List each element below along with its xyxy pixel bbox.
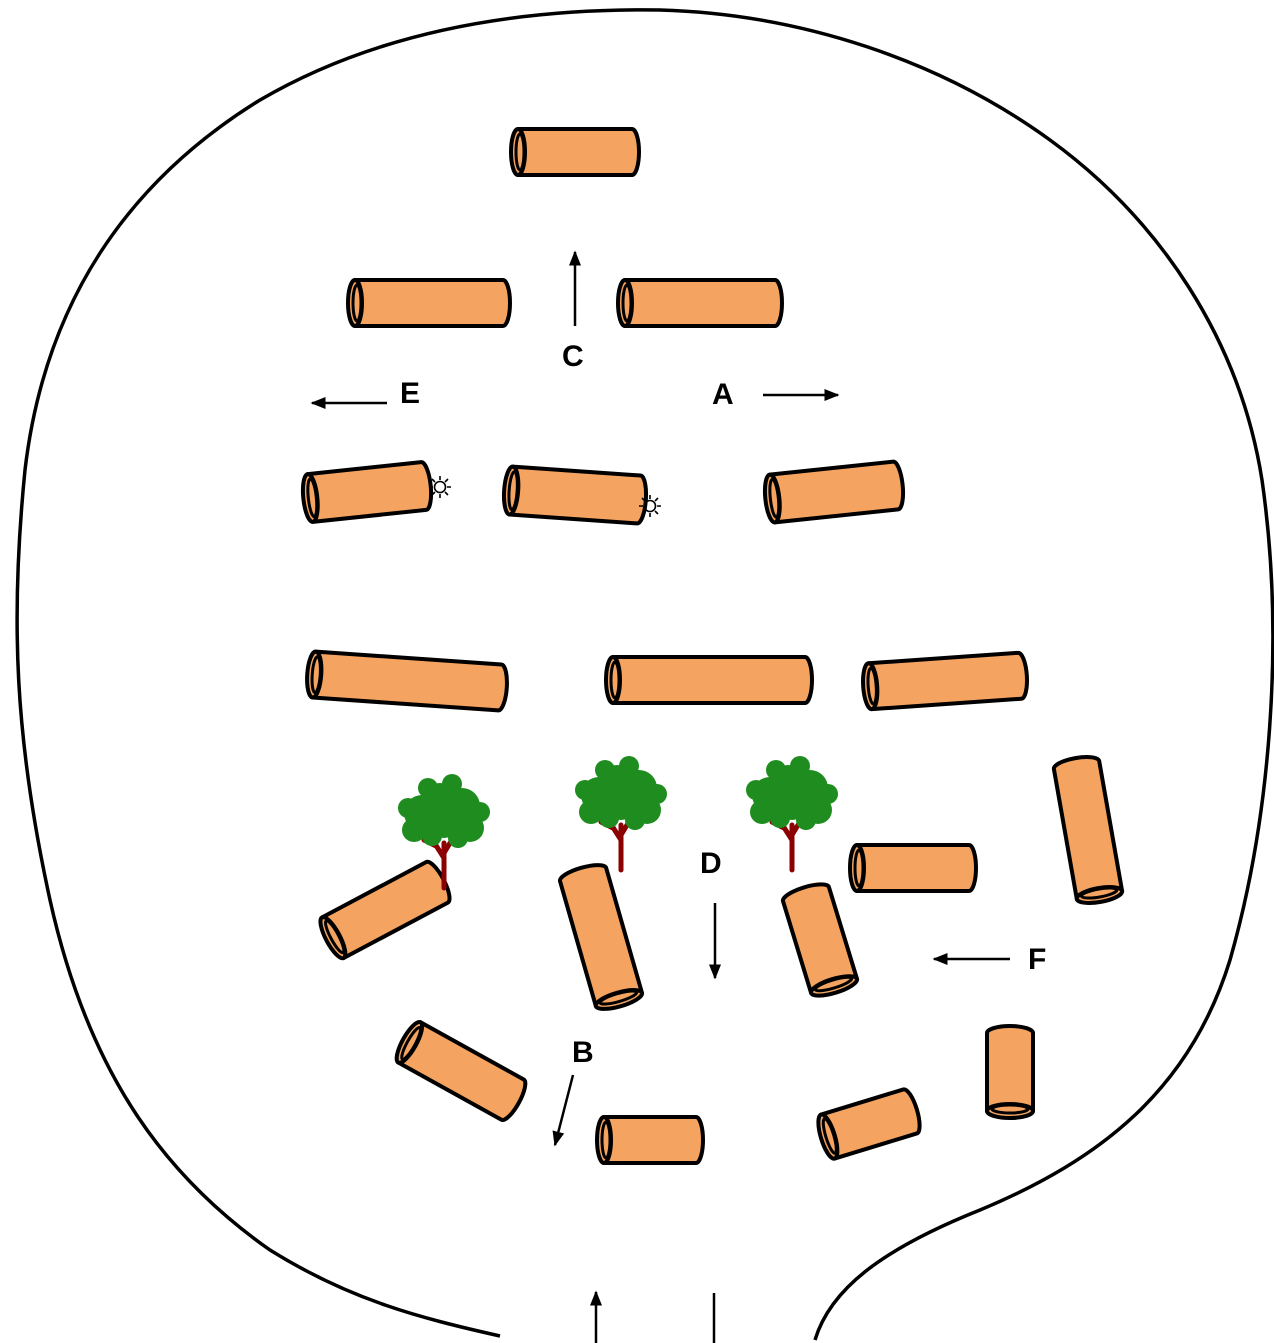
- cylinder: [816, 1087, 922, 1161]
- enclosure-boundary: [15, 8, 1274, 1341]
- label-d: D: [700, 847, 722, 880]
- label-f: F: [1028, 943, 1046, 976]
- cylinder: [501, 464, 649, 526]
- tree-group: [398, 756, 838, 888]
- cylinder: [300, 460, 434, 524]
- cylinder: [985, 1024, 1035, 1120]
- cylinder: [861, 650, 1029, 712]
- arrow-b: [552, 1074, 575, 1147]
- label-b: B: [572, 1036, 594, 1069]
- cylinder: [394, 1019, 528, 1122]
- cylinder: [1051, 755, 1125, 905]
- cylinder-group: [300, 127, 1125, 1165]
- cylinder: [848, 843, 978, 893]
- label-a: A: [712, 378, 734, 411]
- label-c: C: [562, 340, 584, 373]
- cylinder: [604, 655, 814, 705]
- label-e: E: [400, 377, 420, 410]
- sparkle-icon: [639, 495, 661, 517]
- tree-icon: [746, 756, 838, 870]
- cylinder: [780, 882, 860, 998]
- cylinder: [616, 278, 784, 328]
- cylinder: [318, 859, 452, 961]
- cylinder: [762, 459, 906, 525]
- cylinder: [558, 863, 645, 1011]
- cylinder: [346, 278, 512, 328]
- tree-icon: [575, 756, 667, 870]
- sparkle-icon: [429, 476, 451, 498]
- cylinder: [509, 127, 641, 177]
- cylinder: [305, 649, 509, 713]
- cylinder: [595, 1115, 705, 1165]
